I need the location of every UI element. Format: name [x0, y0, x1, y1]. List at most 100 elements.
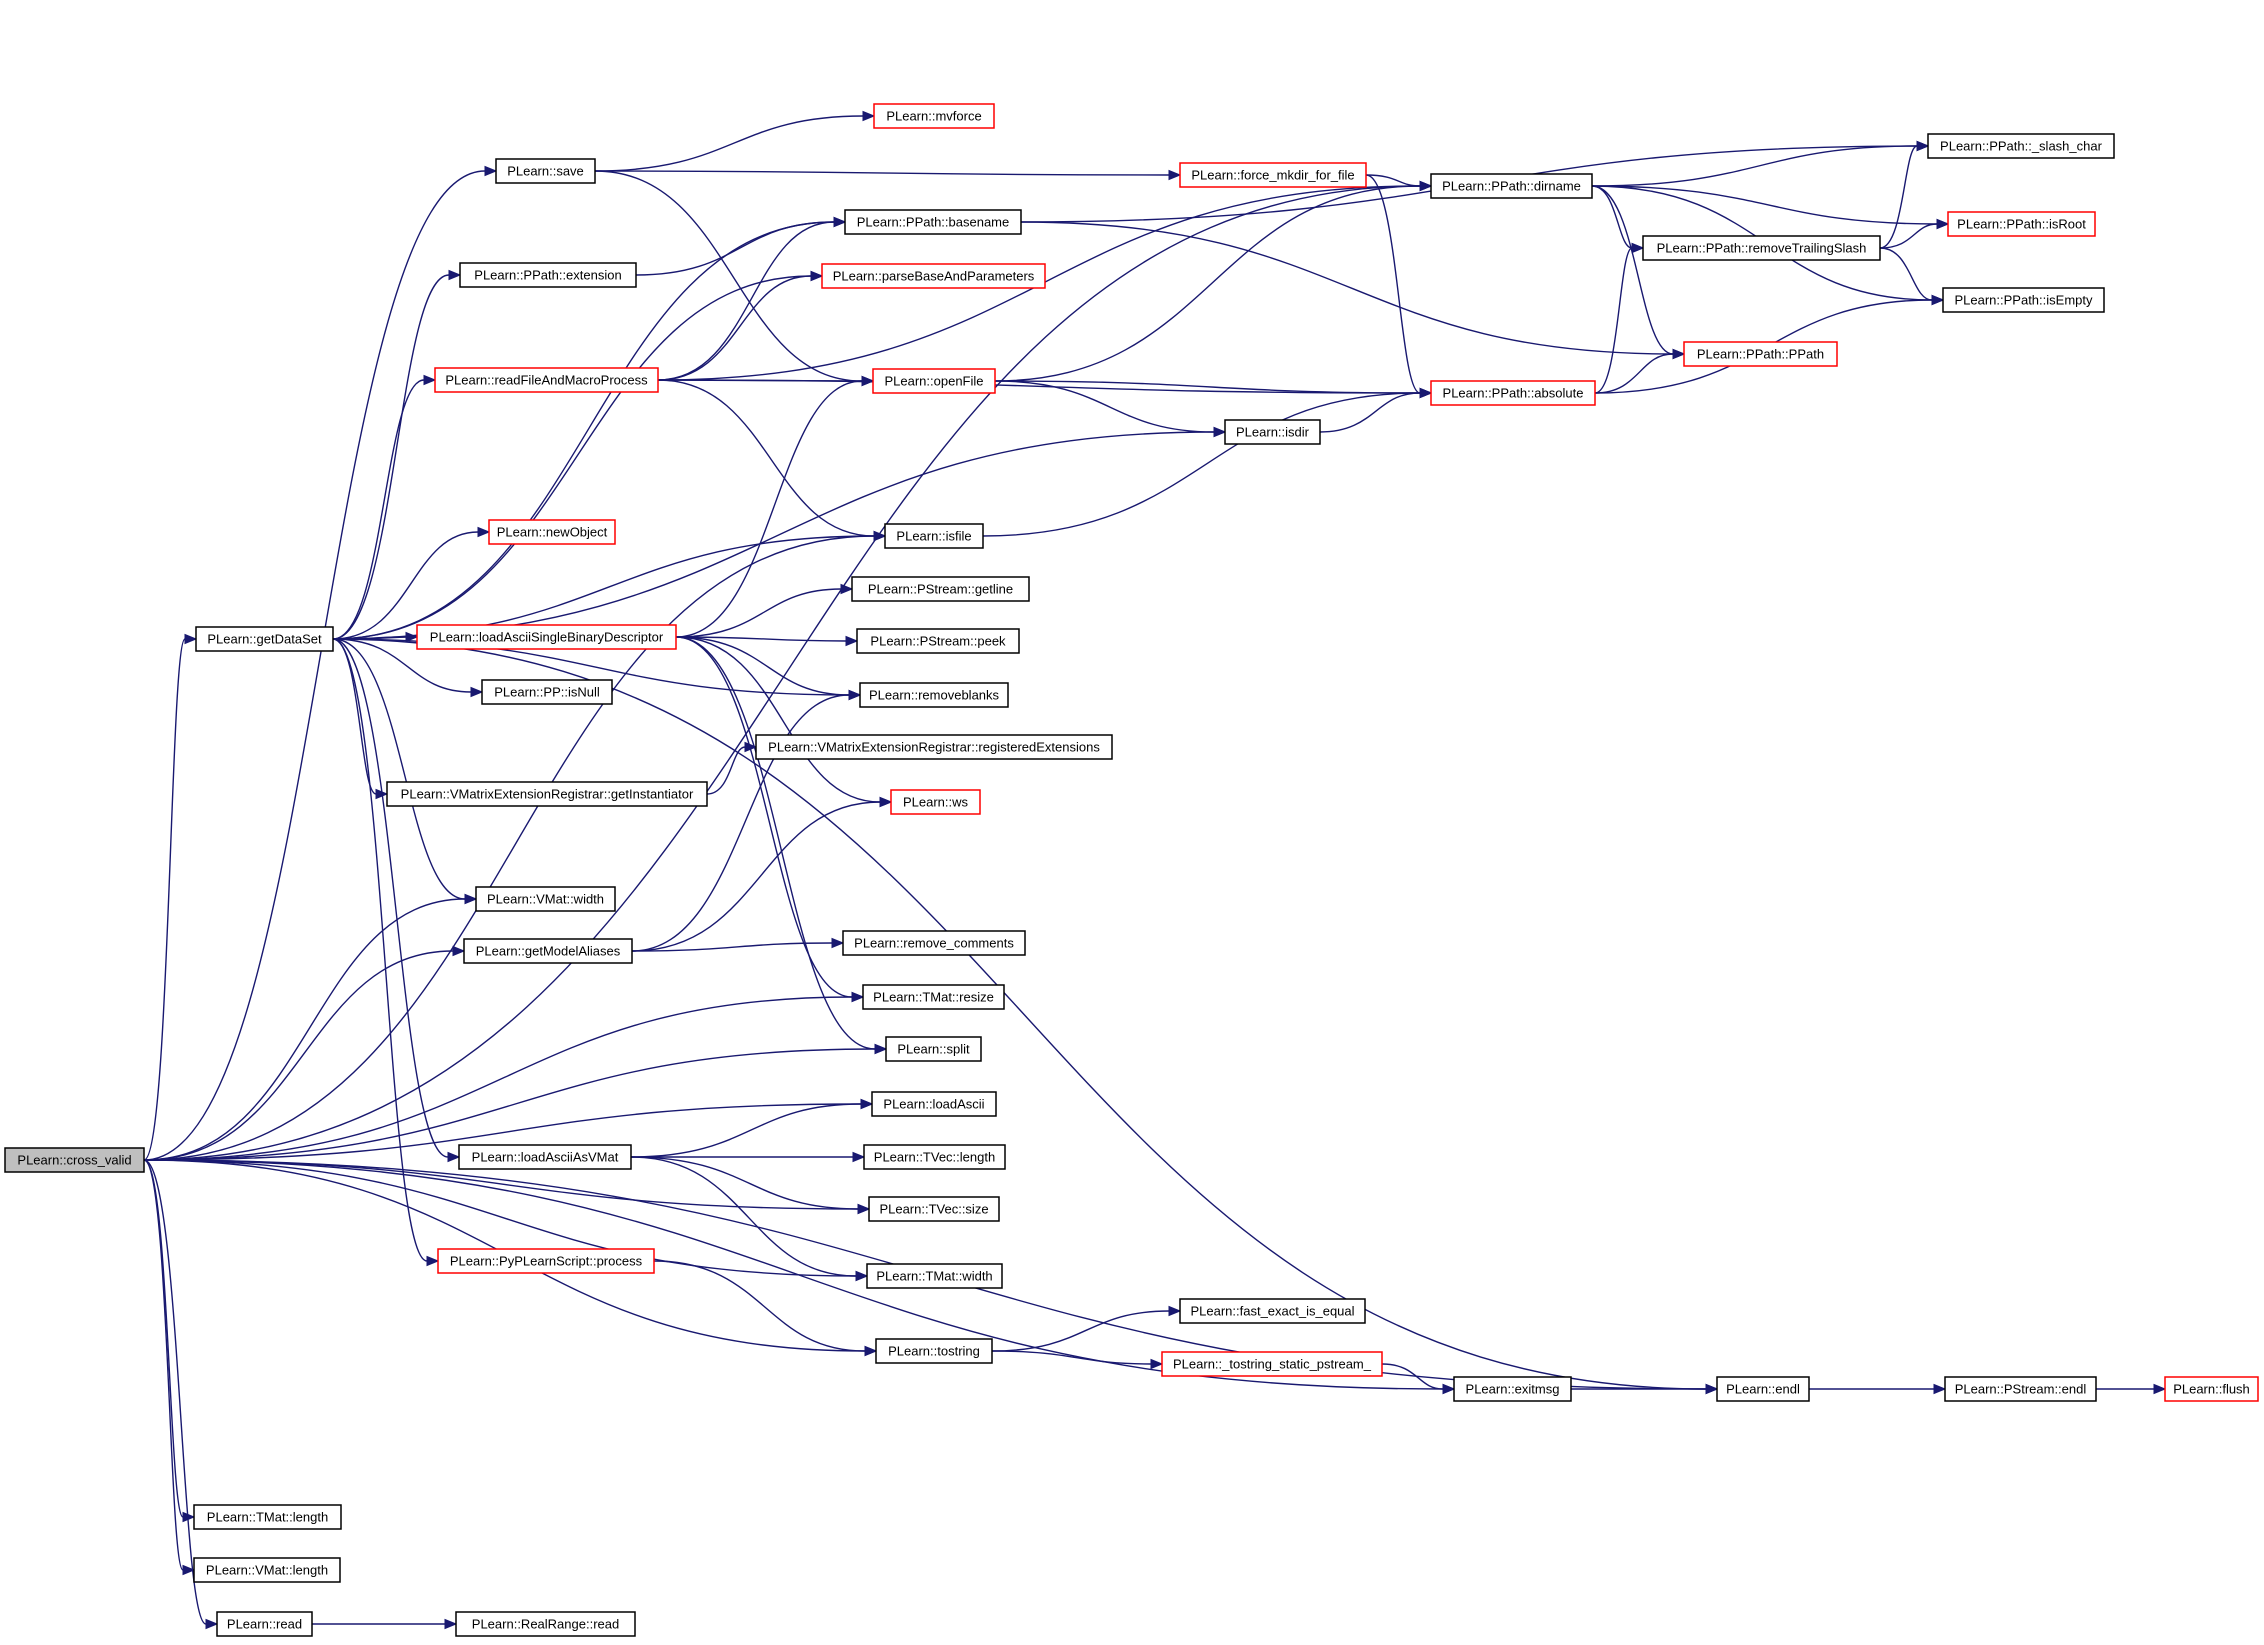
node-label: PLearn::PStream::endl	[1955, 1382, 2087, 1397]
node-box	[863, 1144, 1006, 1170]
node-tvecSize[interactable]: PLearn::TVec::size	[868, 1196, 1000, 1222]
node-label: PLearn::PPath::basename	[857, 215, 1010, 230]
node-exitmsg[interactable]: PLearn::exitmsg	[1453, 1376, 1572, 1402]
node-label: PLearn::loadAscii	[883, 1097, 984, 1112]
node-tostring[interactable]: PLearn::tostring	[875, 1338, 993, 1364]
node-absolute[interactable]: PLearn::PPath::absolute	[1430, 380, 1596, 406]
node-split[interactable]: PLearn::split	[885, 1036, 982, 1062]
node-label: PLearn::PPath::absolute	[1443, 386, 1584, 401]
node-loadAscii[interactable]: PLearn::loadAscii	[871, 1091, 997, 1117]
node-force_mkdir[interactable]: PLearn::force_mkdir_for_file	[1179, 162, 1367, 188]
node-removeComments[interactable]: PLearn::remove_comments	[842, 930, 1026, 956]
node-tmatLength[interactable]: PLearn::TMat::length	[193, 1504, 342, 1530]
node-box	[868, 1196, 1000, 1222]
edge-loadAsciiAsVMat-to-tmatWidth	[630, 1156, 857, 1277]
node-cross_valid[interactable]: PLearn::cross_valid	[4, 1147, 145, 1173]
node-removeTrailingSlash[interactable]: PLearn::PPath::removeTrailingSlash	[1642, 235, 1881, 261]
node-isEmpty[interactable]: PLearn::PPath::isEmpty	[1942, 287, 2105, 313]
edge-getModelAliases-to-ws	[631, 801, 881, 952]
node-readFile[interactable]: PLearn::readFileAndMacroProcess	[434, 367, 659, 393]
node-tmatWidth[interactable]: PLearn::TMat::width	[866, 1263, 1003, 1289]
node-isdir[interactable]: PLearn::isdir	[1224, 419, 1321, 445]
node-box	[488, 519, 616, 545]
node-box	[1430, 173, 1593, 199]
node-box	[4, 1147, 145, 1173]
node-flush[interactable]: PLearn::flush	[2164, 1376, 2259, 1402]
node-label: PLearn::getDataSet	[207, 632, 322, 647]
edge-arrowhead	[851, 991, 865, 1003]
node-peek[interactable]: PLearn::PStream::peek	[856, 628, 1020, 654]
node-box	[1453, 1376, 1572, 1402]
edge-cross_valid-to-vmatWidth	[143, 898, 466, 1161]
node-PPath[interactable]: PLearn::PPath::PPath	[1683, 341, 1838, 367]
edge-arrowhead	[1705, 1383, 1719, 1395]
node-label: PLearn::RealRange::read	[472, 1617, 619, 1632]
node-extension[interactable]: PLearn::PPath::extension	[459, 262, 637, 288]
node-openFile[interactable]: PLearn::openFile	[872, 368, 996, 394]
node-registeredExt[interactable]: PLearn::VMatrixExtensionRegistrar::regis…	[755, 734, 1113, 760]
edge-arrowhead	[205, 1618, 219, 1630]
node-parseBase[interactable]: PLearn::parseBaseAndParameters	[821, 263, 1046, 289]
node-box	[862, 984, 1005, 1010]
node-getline[interactable]: PLearn::PStream::getline	[851, 576, 1030, 602]
node-pyProcess[interactable]: PLearn::PyPLearnScript::process	[437, 1248, 655, 1274]
node-tostringStatic[interactable]: PLearn::_tostring_static_pstream_	[1161, 1351, 1383, 1377]
node-getDataSet[interactable]: PLearn::getDataSet	[195, 626, 334, 652]
node-ws[interactable]: PLearn::ws	[890, 789, 981, 815]
edge-arrowhead	[405, 631, 419, 643]
edge-dirname-to-isRoot	[1591, 185, 1938, 225]
node-label: PLearn::read	[227, 1617, 302, 1632]
node-box	[495, 158, 596, 184]
node-endl[interactable]: PLearn::endl	[1716, 1376, 1810, 1402]
node-loadAsciiAsVMat[interactable]: PLearn::loadAsciiAsVMat	[458, 1144, 632, 1170]
node-vmatLength[interactable]: PLearn::VMat::length	[193, 1557, 341, 1583]
node-dirname[interactable]: PLearn::PPath::dirname	[1430, 173, 1593, 199]
node-label: PLearn::ws	[903, 795, 969, 810]
edge-cross_valid-to-isfile	[143, 535, 875, 1161]
node-basename[interactable]: PLearn::PPath::basename	[844, 209, 1022, 235]
edge-readFile-to-basename	[657, 221, 835, 381]
edge-readFile-to-absolute	[657, 379, 1421, 394]
edge-loadAsciiSBD-to-openFile	[675, 380, 863, 638]
node-removeblanks[interactable]: PLearn::removeblanks	[859, 682, 1009, 708]
node-read[interactable]: PLearn::read	[216, 1611, 313, 1637]
node-fastEqual[interactable]: PLearn::fast_exact_is_equal	[1179, 1298, 1366, 1324]
node-tmatResize[interactable]: PLearn::TMat::resize	[862, 984, 1005, 1010]
node-box	[459, 262, 637, 288]
edge-getModelAliases-to-removeblanks	[631, 694, 850, 952]
node-realRangeRead[interactable]: PLearn::RealRange::read	[455, 1611, 636, 1637]
node-loadAsciiSBD[interactable]: PLearn::loadAsciiSingleBinaryDescriptor	[416, 624, 677, 650]
edge-arrowhead	[1672, 348, 1686, 360]
node-vmatWidth[interactable]: PLearn::VMat::width	[475, 886, 616, 912]
edge-dirname-to-slash_char	[1591, 145, 1918, 187]
node-pstreamEndl[interactable]: PLearn::PStream::endl	[1944, 1376, 2097, 1402]
node-save[interactable]: PLearn::save	[495, 158, 596, 184]
edge-arrowhead	[182, 1564, 196, 1576]
node-getModelAliases[interactable]: PLearn::getModelAliases	[463, 938, 633, 964]
node-isNull[interactable]: PLearn::PP::isNull	[481, 679, 613, 705]
edge-force_mkdir-to-absolute	[1365, 174, 1421, 394]
node-slash_char[interactable]: PLearn::PPath::_slash_char	[1927, 133, 2115, 159]
node-isRoot[interactable]: PLearn::PPath::isRoot	[1947, 211, 2096, 237]
nodes-layer: PLearn::cross_validPLearn::getDataSetPLe…	[4, 103, 2259, 1637]
node-newObject[interactable]: PLearn::newObject	[488, 519, 616, 545]
node-getInstantiator[interactable]: PLearn::VMatrixExtensionRegistrar::getIn…	[386, 781, 708, 807]
edge-tostring-to-tostringStatic	[991, 1350, 1152, 1365]
edge-arrowhead	[862, 110, 876, 122]
node-mvforce[interactable]: PLearn::mvforce	[873, 103, 995, 129]
edge-getDataSet-to-loadAsciiAsVMat	[332, 638, 449, 1158]
node-box	[434, 367, 659, 393]
node-box	[851, 576, 1030, 602]
node-tvecLength[interactable]: PLearn::TVec::length	[863, 1144, 1006, 1170]
node-isfile[interactable]: PLearn::isfile	[884, 523, 984, 549]
edge-pyProcess-to-tostring	[653, 1260, 866, 1352]
node-box	[866, 1263, 1003, 1289]
edge-arrowhead	[845, 635, 859, 647]
node-box	[455, 1611, 636, 1637]
edge-arrowhead	[1631, 242, 1645, 254]
node-label: PLearn::_tostring_static_pstream_	[1173, 1357, 1372, 1372]
node-label: PLearn::PPath::isEmpty	[1954, 293, 2093, 308]
node-label: PLearn::VMat::width	[487, 892, 604, 907]
edge-arrowhead	[1442, 1383, 1456, 1395]
node-box	[416, 624, 677, 650]
